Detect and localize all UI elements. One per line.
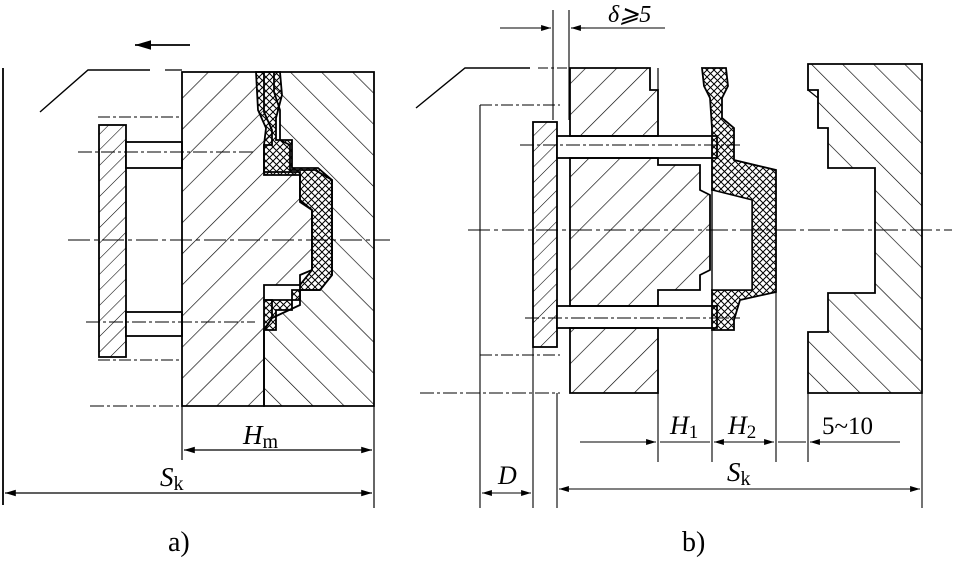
label-gap: 5~10 bbox=[822, 413, 873, 440]
ejector-plate-b bbox=[532, 121, 558, 348]
figure-a bbox=[2, 40, 390, 508]
label-h1: H1 bbox=[669, 411, 698, 443]
label-h2: H2 bbox=[727, 411, 756, 443]
ejector-pin-top-a bbox=[125, 141, 183, 169]
caption-b: b) bbox=[682, 527, 705, 558]
leader-line-a bbox=[39, 69, 150, 113]
label-sk-b: Sk bbox=[727, 457, 751, 490]
ejector-pin-bottom-a bbox=[125, 311, 183, 337]
plastic-part-b bbox=[700, 67, 777, 331]
figure-b bbox=[415, 10, 952, 508]
label-d: D bbox=[497, 461, 517, 490]
fixed-mold-half-b bbox=[807, 63, 923, 394]
ejector-plate-a bbox=[98, 124, 127, 358]
caption-a: a) bbox=[168, 527, 190, 558]
label-sk-a: Sk bbox=[160, 462, 184, 495]
label-delta: δ⩾5 bbox=[608, 2, 651, 28]
plastic-part-a bbox=[255, 71, 333, 331]
leader-line-b bbox=[415, 67, 530, 109]
label-hm: Hm bbox=[242, 420, 279, 453]
ejector-pin-bottom-b bbox=[556, 305, 718, 329]
ejector-pin-top-b bbox=[556, 135, 718, 159]
